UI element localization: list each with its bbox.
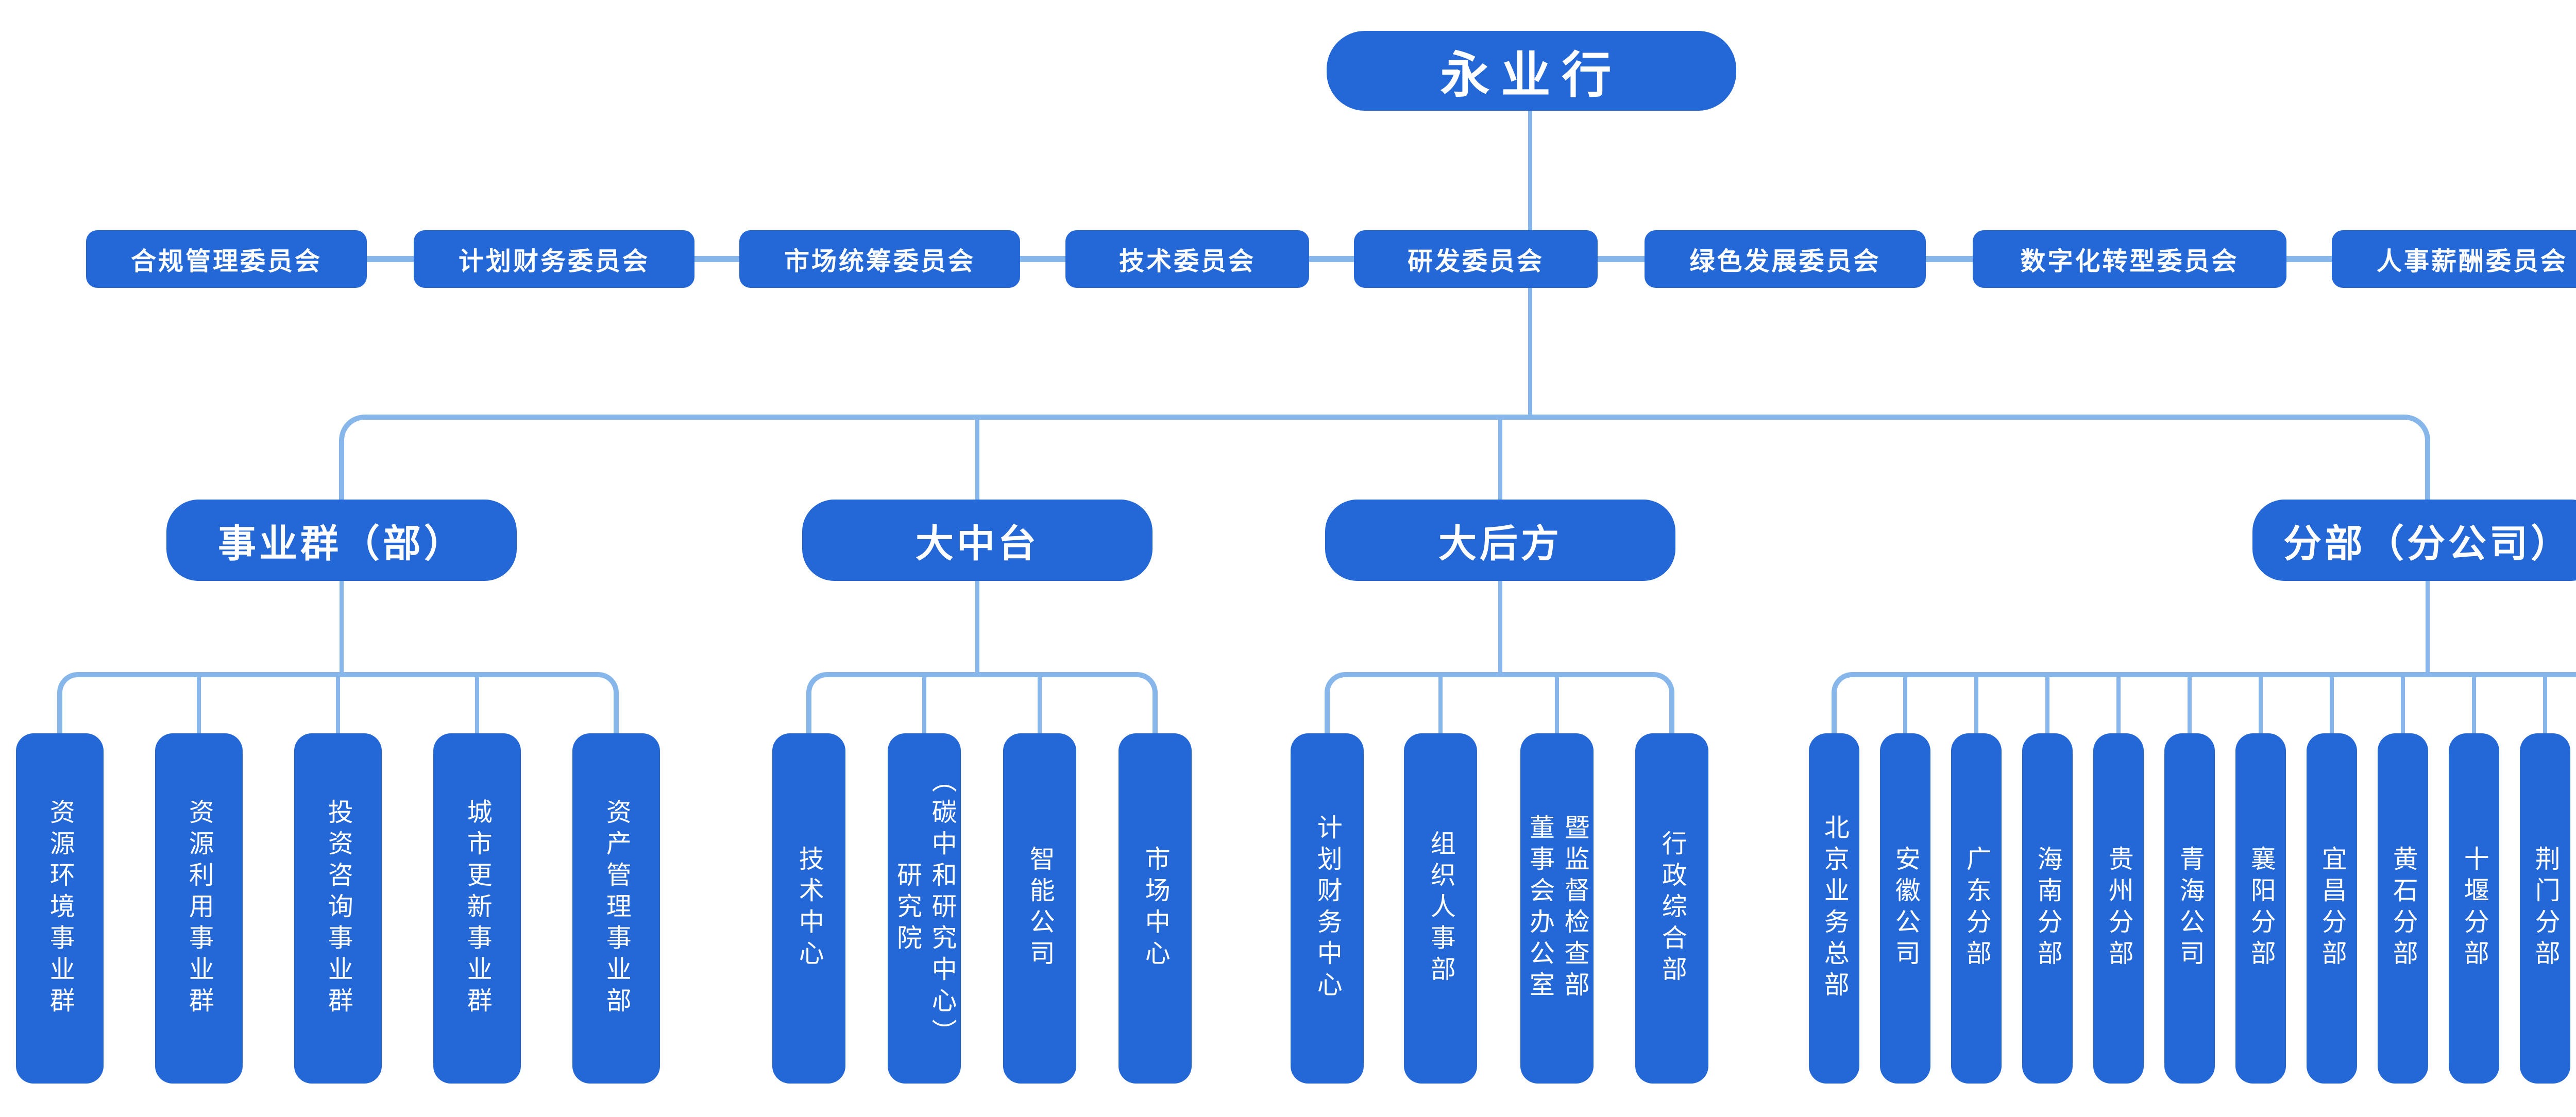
group-header-node[interactable]: 大后方: [1325, 500, 1675, 581]
org-unit-node[interactable]: 智能公司: [1003, 733, 1076, 1084]
connector-line: [975, 417, 979, 502]
group-header-node[interactable]: 事业群（部）: [166, 500, 517, 581]
org-unit-node[interactable]: 市场中心: [1118, 733, 1192, 1084]
connector-line: [2045, 675, 2049, 735]
org-unit-node[interactable]: 广东分部: [1951, 733, 2002, 1084]
org-unit-node[interactable]: 宜昌分部: [2307, 733, 2357, 1084]
committee-node[interactable]: 人事薪酬委员会: [2332, 230, 2576, 288]
connector-line: [2116, 675, 2121, 735]
org-unit-node[interactable]: 贵州分部: [2093, 733, 2144, 1084]
connector-line: [1038, 675, 1042, 735]
connector-line: [2543, 675, 2547, 735]
group-header-node[interactable]: 分部（分公司）: [2252, 500, 2576, 581]
connector-line: [1498, 579, 1502, 677]
connector-line: [340, 579, 344, 677]
connector-line: [2426, 579, 2430, 677]
org-unit-node[interactable]: 十堰分部: [2449, 733, 2499, 1084]
connector-elbow: [1325, 672, 1674, 733]
connector-line: [336, 675, 340, 735]
org-unit-node[interactable]: 计划财务中心: [1291, 733, 1364, 1084]
org-unit-node[interactable]: 资源环境事业群: [16, 733, 104, 1084]
org-unit-node[interactable]: 黄石分部: [2378, 733, 2428, 1084]
org-unit-node[interactable]: 北京业务总部: [1809, 733, 1859, 1084]
root-node[interactable]: 永业行: [1327, 31, 1736, 111]
connector-line: [2472, 675, 2476, 735]
committee-node[interactable]: 计划财务委员会: [414, 230, 694, 288]
connector-line: [1555, 675, 1559, 735]
connector-line: [475, 675, 479, 735]
org-unit-node[interactable]: 青海公司: [2164, 733, 2215, 1084]
connector-line: [2259, 675, 2263, 735]
connector-line: [922, 675, 926, 735]
connector-line: [1903, 675, 1907, 735]
connector-line: [2401, 675, 2405, 735]
connector-line: [1974, 675, 1978, 735]
group-header-node[interactable]: 大中台: [802, 500, 1153, 581]
connector-line: [2188, 675, 2192, 735]
org-unit-node[interactable]: 研究院 （碳中和研究中心）: [888, 733, 961, 1084]
connector-line: [197, 675, 201, 735]
org-unit-node[interactable]: 海南分部: [2022, 733, 2073, 1084]
org-unit-node[interactable]: 资产管理事业部: [572, 733, 660, 1084]
committee-node[interactable]: 合规管理委员会: [86, 230, 367, 288]
org-unit-node[interactable]: 安徽公司: [1880, 733, 1930, 1084]
committee-node[interactable]: 市场统筹委员会: [739, 230, 1020, 288]
org-unit-node[interactable]: 技术中心: [772, 733, 845, 1084]
committee-node[interactable]: 绿色发展委员会: [1645, 230, 1926, 288]
committee-node[interactable]: 数字化转型委员会: [1973, 230, 2286, 288]
org-unit-node[interactable]: 组织人事部: [1404, 733, 1477, 1084]
connector-line: [1438, 675, 1443, 735]
connector-line: [1498, 417, 1502, 502]
org-unit-node[interactable]: 董事会办公室 暨监督检查部: [1520, 733, 1594, 1084]
connector-line: [975, 579, 979, 677]
connector-elbow: [806, 672, 1158, 733]
org-unit-node[interactable]: 襄阳分部: [2235, 733, 2286, 1084]
org-unit-node[interactable]: 投资咨询事业群: [294, 733, 382, 1084]
committee-node[interactable]: 技术委员会: [1065, 230, 1309, 288]
committee-node[interactable]: 研发委员会: [1354, 230, 1598, 288]
connector-elbow: [339, 415, 2430, 500]
org-unit-node[interactable]: 资源利用事业群: [155, 733, 243, 1084]
org-unit-node[interactable]: 行政综合部: [1635, 733, 1708, 1084]
org-unit-node[interactable]: 荆门分部: [2520, 733, 2570, 1084]
org-unit-node[interactable]: 城市更新事业群: [433, 733, 521, 1084]
connector-line: [2330, 675, 2334, 735]
connector-elbow: [1832, 672, 2576, 733]
